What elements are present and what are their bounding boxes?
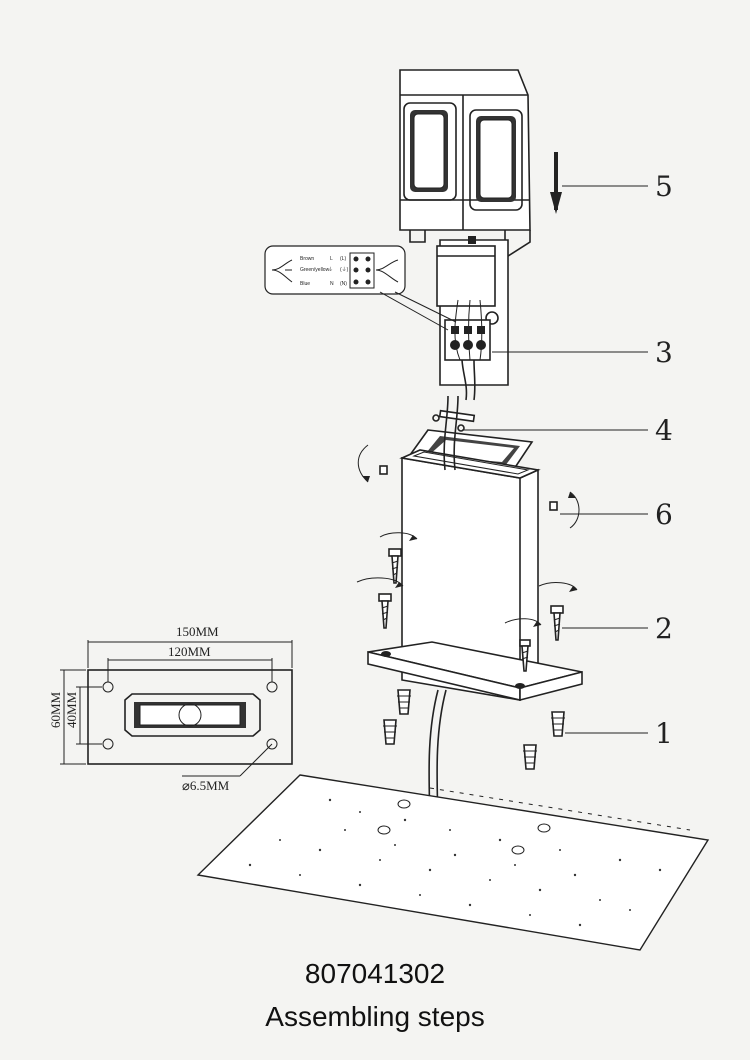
mark-n: (N) bbox=[340, 281, 347, 287]
screws bbox=[356, 532, 578, 672]
product-code: 807041302 bbox=[304, 958, 446, 989]
wiring-legend: Brown Green/yellow Blue L ⏚ N (L) (⏚) (N… bbox=[264, 245, 457, 331]
callout-1: 1 bbox=[655, 717, 673, 750]
ground-surface bbox=[196, 774, 710, 951]
callout-4: 4 bbox=[655, 414, 673, 447]
wire-label-green-yellow: Green/yellow bbox=[300, 267, 330, 273]
dim-60mm: 60MM bbox=[48, 691, 63, 728]
dimension-drawing: 150MM 120MM 60MM 40MM ⌀6.5MM bbox=[48, 624, 293, 793]
base-plate bbox=[367, 641, 583, 702]
caption-title: Assembling steps bbox=[265, 1001, 485, 1032]
callout-6: 6 bbox=[655, 498, 673, 531]
set-screws bbox=[357, 444, 580, 529]
callouts: 5 3 4 6 2 1 bbox=[462, 170, 673, 750]
mark-l: (L) bbox=[340, 256, 346, 262]
wire-label-brown: Brown bbox=[300, 256, 314, 262]
terminal-l: L bbox=[330, 256, 333, 262]
callout-2: 2 bbox=[655, 612, 673, 645]
wall-plugs bbox=[383, 689, 565, 770]
terminal-earth: ⏚ bbox=[328, 266, 333, 273]
mark-earth: (⏚) bbox=[340, 266, 349, 273]
dim-120mm: 120MM bbox=[168, 644, 211, 659]
dim-40mm: 40MM bbox=[64, 691, 79, 728]
dim-150mm: 150MM bbox=[176, 624, 219, 639]
terminal-n: N bbox=[330, 281, 334, 287]
lamp-head bbox=[399, 69, 562, 260]
callout-3: 3 bbox=[655, 336, 673, 369]
mounting-plate bbox=[436, 236, 509, 401]
wire-label-blue: Blue bbox=[300, 281, 310, 287]
callout-5: 5 bbox=[655, 170, 673, 203]
dim-hole-diameter: ⌀6.5MM bbox=[182, 778, 230, 793]
